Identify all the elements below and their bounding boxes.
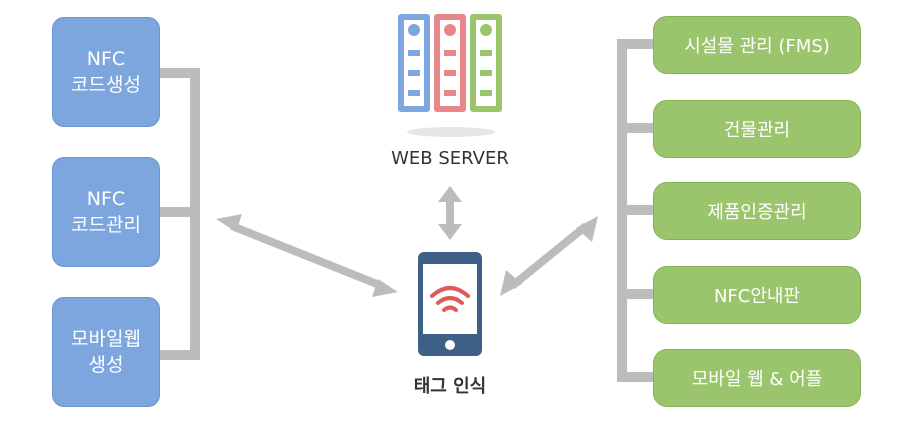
left-bracket (160, 68, 200, 360)
box-building-management: 건물관리 (653, 100, 861, 158)
box-mobile-web-create-line1: 모바일웹 (71, 328, 141, 350)
box-nfc-signboard: NFC안내판 (653, 266, 861, 324)
box-product-certification: 제품인증관리 (653, 182, 861, 240)
box-product-certification-label: 제품인증관리 (707, 202, 807, 223)
box-facility-management: 시설물 관리 (FMS) (653, 16, 861, 74)
box-nfc-code-create: NFC 코드생성 (52, 17, 160, 127)
box-building-management-label: 건물관리 (723, 120, 791, 141)
box-nfc-code-create-line2: 코드생성 (71, 74, 141, 96)
box-nfc-code-manage-line2: 코드관리 (71, 214, 141, 236)
right-bracket (617, 39, 653, 382)
box-nfc-code-manage: NFC 코드관리 (52, 157, 160, 267)
box-nfc-code-manage-line1: NFC (86, 188, 126, 210)
vertical-double-arrow (438, 186, 462, 240)
right-double-arrow (500, 216, 598, 296)
box-mobile-web-create: 모바일웹 생성 (52, 297, 160, 407)
tag-recognition-label: 태그 인식 (413, 376, 487, 397)
box-nfc-signboard-label: NFC안내판 (713, 286, 801, 307)
server-icon (398, 14, 502, 137)
left-double-arrow (216, 214, 398, 297)
web-server-label: WEB SERVER (391, 148, 509, 169)
box-nfc-code-create-line1: NFC (86, 48, 126, 70)
smartphone-nfc-icon (418, 252, 482, 356)
box-facility-management-label: 시설물 관리 (FMS) (684, 36, 830, 57)
box-mobile-web-create-line2: 생성 (88, 354, 124, 376)
box-mobile-web-app: 모바일 웹 & 어플 (653, 349, 861, 407)
box-mobile-web-app-label: 모바일 웹 & 어플 (691, 369, 823, 390)
